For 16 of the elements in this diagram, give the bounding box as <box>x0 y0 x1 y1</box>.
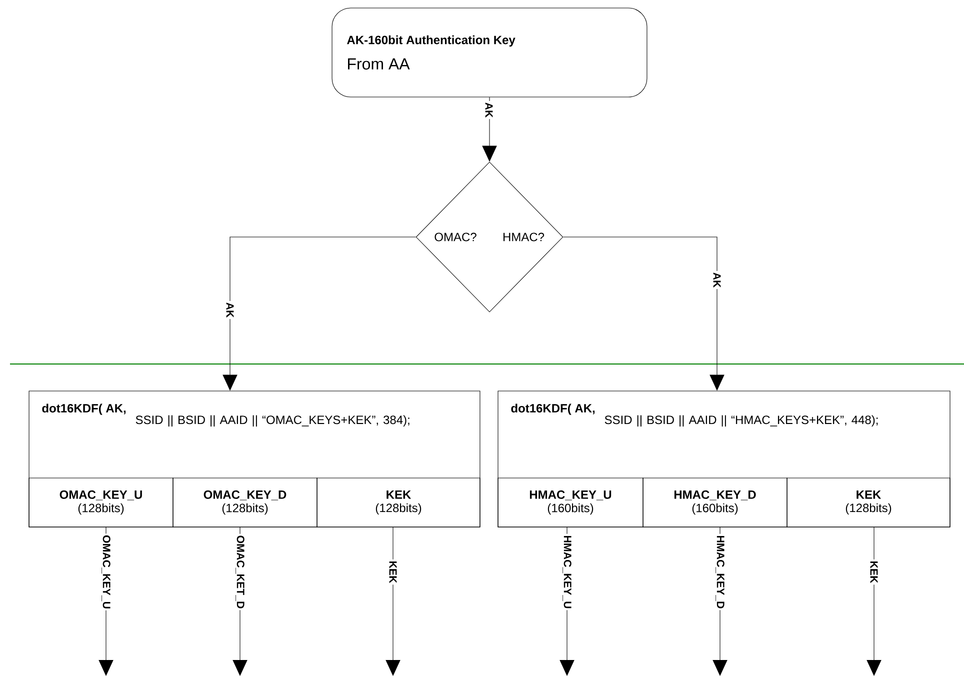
output-cell: HMAC_KEY_D (160bits) <box>642 478 788 528</box>
output-cell: OMAC_KEY_D (128bits) <box>172 478 318 528</box>
edge-label: OMAC_KEY_U <box>100 534 112 610</box>
output-cell: KEK (128bits) <box>786 478 950 528</box>
edge-label: AK <box>712 270 722 290</box>
edge-label: KEK <box>388 559 398 585</box>
output-cell: OMAC_KEY_U (128bits) <box>28 478 174 528</box>
edge-label: HMAC_KEY_D <box>714 534 726 610</box>
edge-label: AK <box>484 100 494 120</box>
edge-label: HMAC_KEY_U <box>561 534 573 610</box>
output-cell: HMAC_KEY_U (160bits) <box>498 478 644 528</box>
edge-label: OMAC_KET_D <box>234 534 246 610</box>
output-cell: KEK (128bits) <box>316 478 480 528</box>
rounded-box: AK-160bit Authentication Key From AA <box>332 8 648 98</box>
edge-label: KEK <box>869 559 879 585</box>
edge-label: AK <box>225 300 235 320</box>
